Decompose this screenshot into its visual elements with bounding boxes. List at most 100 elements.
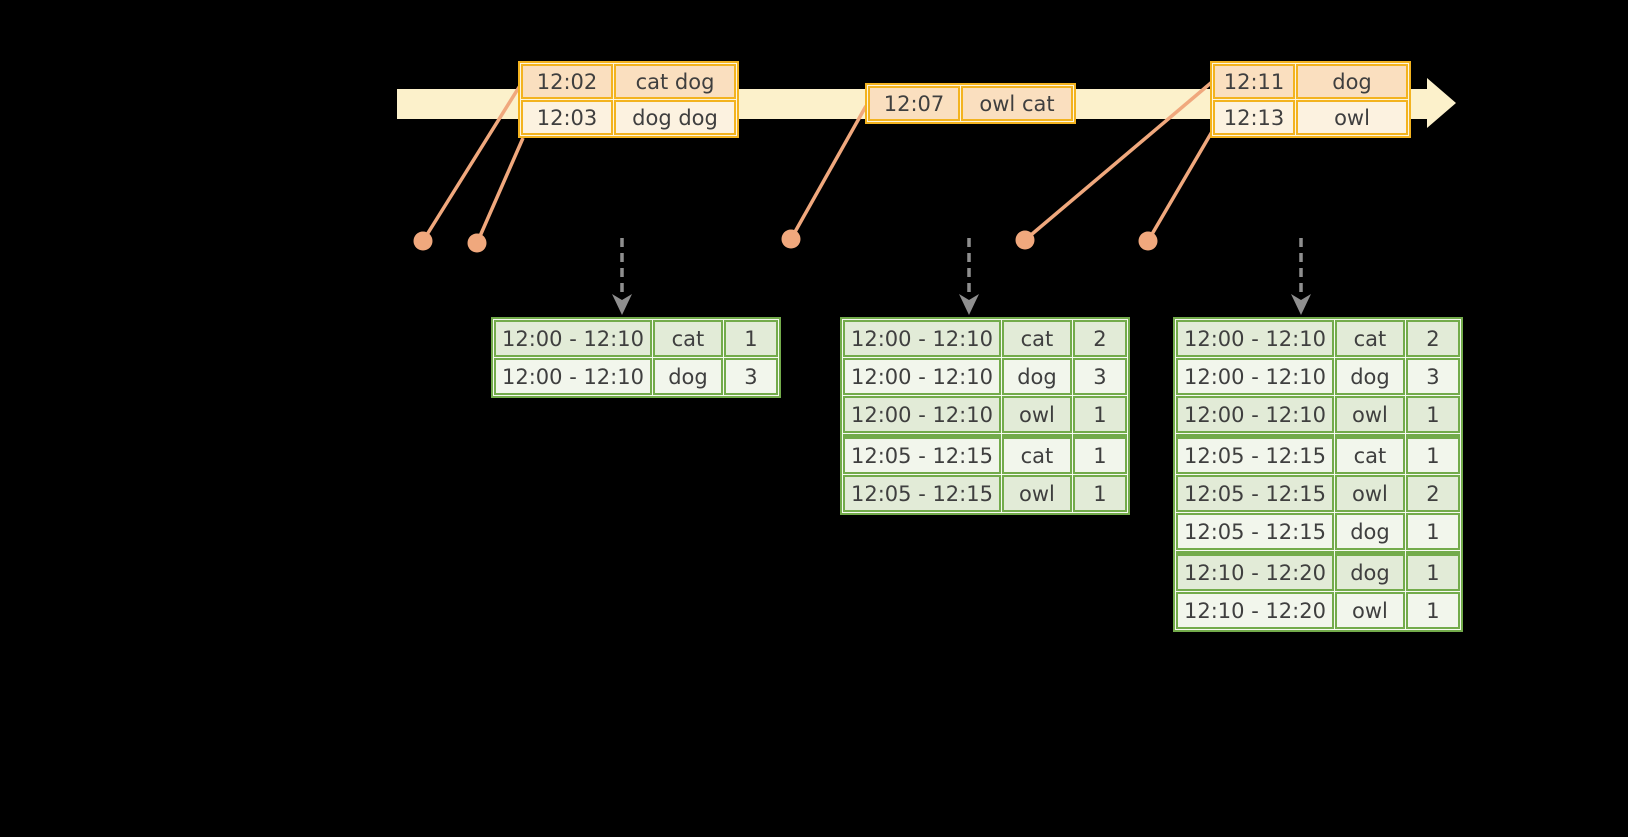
- table-cell: 1: [1405, 396, 1460, 433]
- table-cell: dog: [1296, 64, 1408, 99]
- table-cell: dog: [1001, 358, 1072, 395]
- table-cell: 1: [1072, 396, 1127, 433]
- table-cell: owl cat: [961, 86, 1073, 121]
- table-cell: 12:00 - 12:10: [1176, 396, 1334, 433]
- table-cell: 12:13: [1213, 100, 1295, 135]
- table-cell: 1: [1072, 475, 1127, 512]
- table-cell: 1: [1405, 551, 1460, 591]
- table-cell: 12:00 - 12:10: [494, 320, 652, 357]
- table-cell: 12:11: [1213, 64, 1295, 99]
- table-cell: dog: [652, 358, 723, 395]
- table-cell: dog dog: [614, 100, 736, 135]
- table-cell: owl: [1001, 475, 1072, 512]
- table-cell: 2: [1072, 320, 1127, 357]
- table-cell: 12:05 - 12:15: [843, 475, 1001, 512]
- table-cell: 12:05 - 12:15: [1176, 513, 1334, 550]
- table-cell: 12:00 - 12:10: [843, 396, 1001, 433]
- table-cell: dog: [1334, 358, 1405, 395]
- event-dot-icon: [781, 229, 801, 249]
- trigger-arrowhead-icon: [959, 294, 979, 315]
- table-cell: cat dog: [614, 64, 736, 99]
- table-cell: 12:05 - 12:15: [1176, 434, 1334, 474]
- table-cell: 12:10 - 12:20: [1176, 551, 1334, 591]
- table-cell: 12:02: [521, 64, 613, 99]
- leader-line: [475, 137, 525, 244]
- table-cell: 2: [1405, 320, 1460, 357]
- table-cell: 12:05 - 12:15: [1176, 475, 1334, 512]
- table-cell: 3: [1072, 358, 1127, 395]
- table-cell: 1: [1405, 434, 1460, 474]
- table-cell: cat: [1001, 320, 1072, 357]
- table-cell: 1: [723, 320, 778, 357]
- table-cell: owl: [1001, 396, 1072, 433]
- table-cell: dog: [1334, 551, 1405, 591]
- table-cell: cat: [1334, 434, 1405, 474]
- table-cell: 12:05 - 12:15: [843, 434, 1001, 474]
- table-cell: 1: [1405, 513, 1460, 550]
- trigger-arrows: [612, 238, 1311, 315]
- table-cell: owl: [1334, 475, 1405, 512]
- table-cell: 12:00 - 12:10: [843, 358, 1001, 395]
- table-cell: 12:00 - 12:10: [494, 358, 652, 395]
- table-cell: owl: [1296, 100, 1408, 135]
- table-cell: 1: [1405, 592, 1460, 629]
- event-dots: [413, 229, 1158, 253]
- leader-line: [1146, 129, 1215, 242]
- table-cell: owl: [1334, 396, 1405, 433]
- timeline-arrowhead-icon: [1427, 78, 1456, 128]
- table-cell: 3: [723, 358, 778, 395]
- table-cell: 3: [1405, 358, 1460, 395]
- event-dot-icon: [413, 231, 433, 251]
- table-cell: 12:10 - 12:20: [1176, 592, 1334, 629]
- table-cell: 12:03: [521, 100, 613, 135]
- event-dot-icon: [1015, 230, 1035, 250]
- trigger-arrowhead-icon: [1291, 294, 1311, 315]
- table-cell: cat: [652, 320, 723, 357]
- table-cell: cat: [1334, 320, 1405, 357]
- table-cell: 1: [1072, 434, 1127, 474]
- leader-line: [421, 83, 523, 242]
- table-cell: dog: [1334, 513, 1405, 550]
- event-dot-icon: [1138, 231, 1158, 251]
- table-cell: owl: [1334, 592, 1405, 629]
- leader-line: [789, 105, 868, 240]
- trigger-arrowhead-icon: [612, 294, 632, 315]
- table-cell: 12:07: [868, 86, 960, 121]
- table-cell: 12:00 - 12:10: [843, 320, 1001, 357]
- event-dot-icon: [467, 233, 487, 253]
- event-leader-lines: [421, 80, 1215, 244]
- table-cell: 12:00 - 12:10: [1176, 320, 1334, 357]
- table-cell: 12:00 - 12:10: [1176, 358, 1334, 395]
